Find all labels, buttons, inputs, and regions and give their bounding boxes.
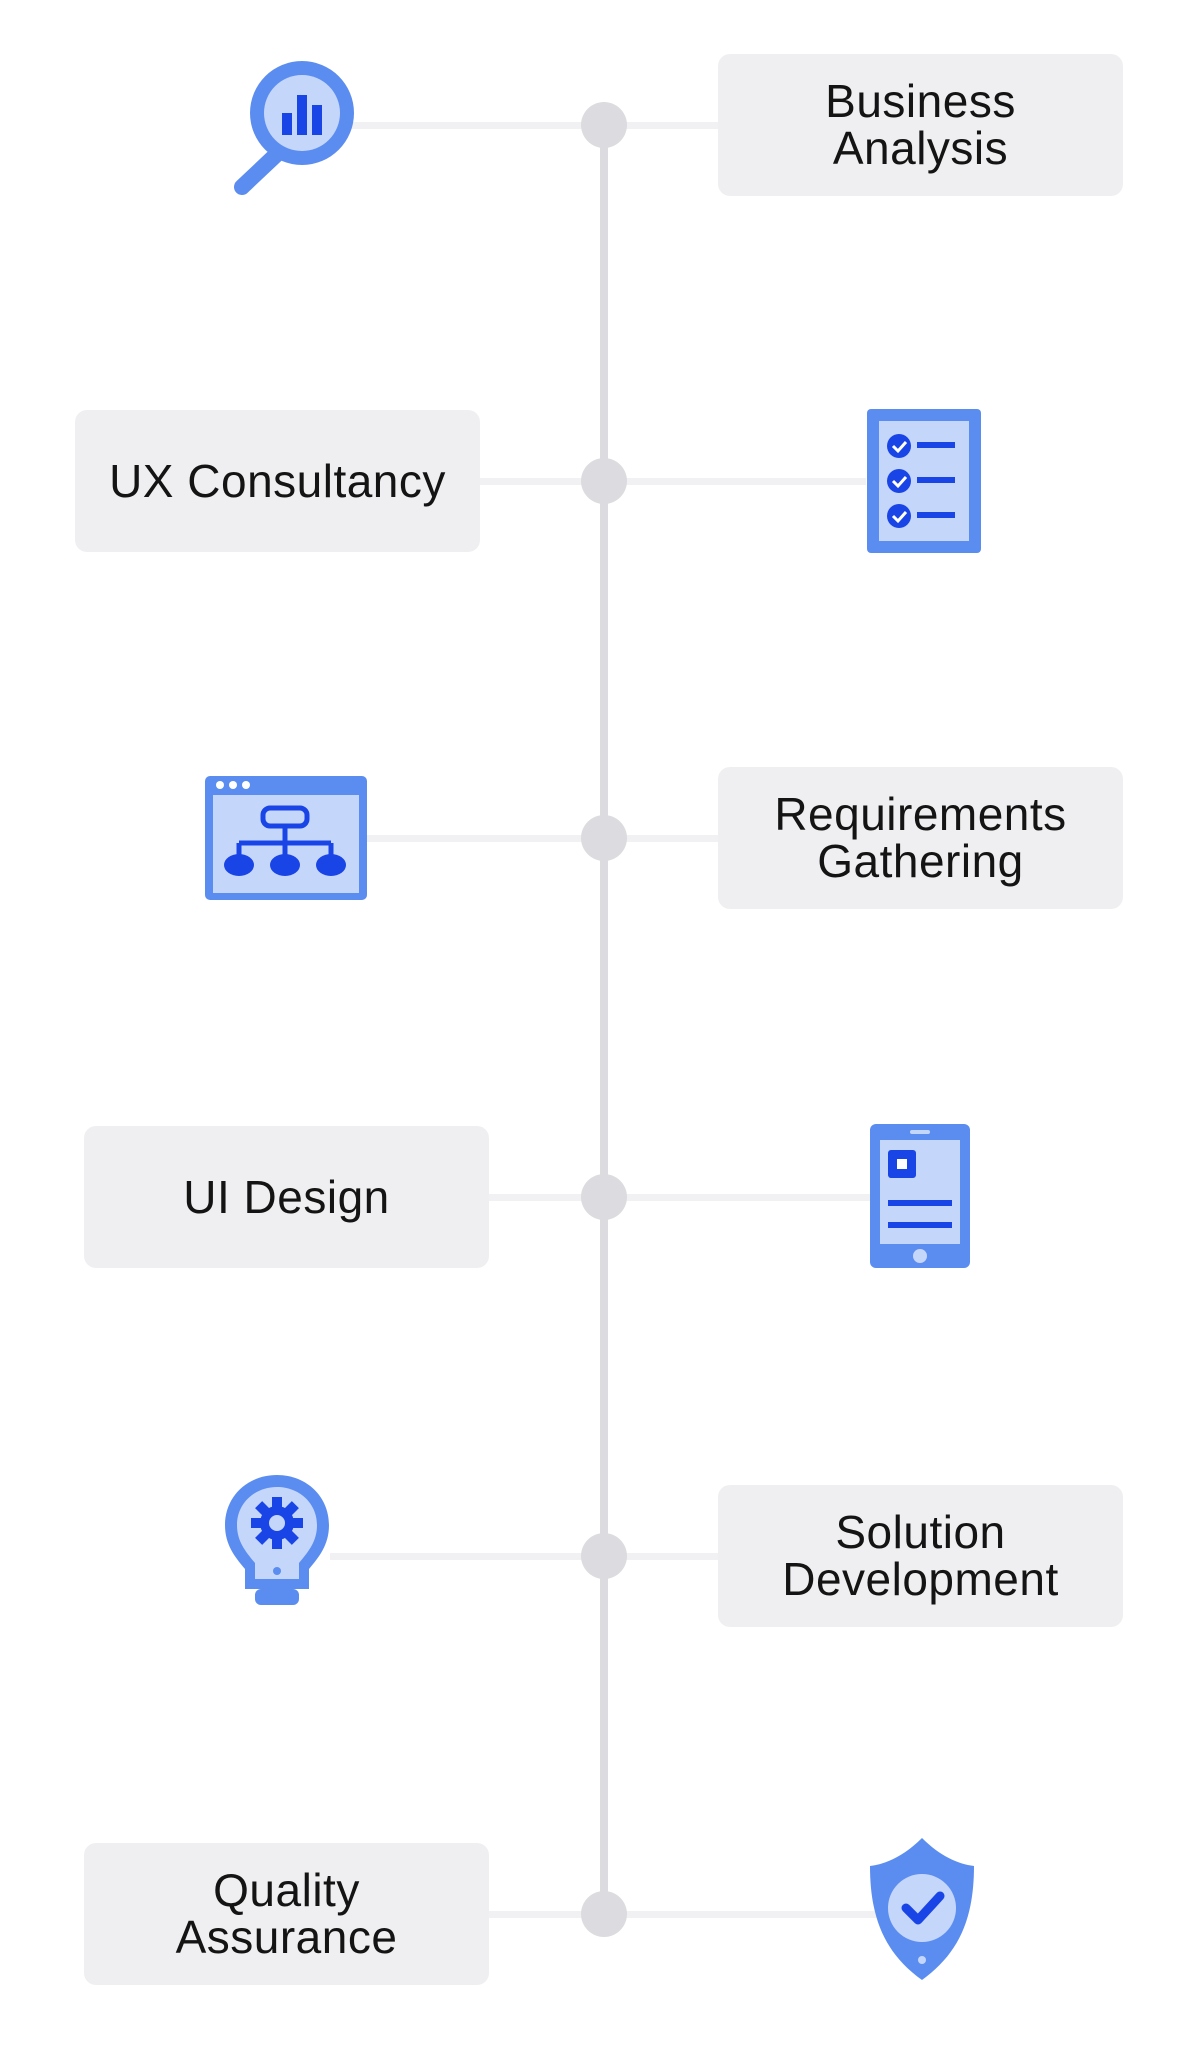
connector-line xyxy=(606,1911,896,1918)
step-label-box: Requirements Gathering xyxy=(718,767,1123,909)
step-label: Quality Assurance xyxy=(175,1864,398,1963)
connector-line xyxy=(606,1194,876,1201)
step-label: UI Design xyxy=(183,1170,390,1223)
timeline-node xyxy=(581,102,627,148)
step-label: Business Analysis xyxy=(825,75,1016,174)
timeline-node xyxy=(581,1174,627,1220)
timeline-node xyxy=(581,1891,627,1937)
lightbulb-gear-icon xyxy=(203,1471,353,1621)
timeline-node xyxy=(581,815,627,861)
checklist-icon xyxy=(857,406,1007,556)
sitemap-window-icon xyxy=(203,763,368,913)
step-label-box: UX Consultancy xyxy=(75,410,480,552)
connector-line xyxy=(360,835,602,842)
connector-line xyxy=(330,1553,602,1560)
connector-line xyxy=(606,478,866,485)
step-label-box: Quality Assurance xyxy=(84,1843,489,1985)
connector-line xyxy=(485,1911,602,1918)
connector-line xyxy=(478,478,602,485)
step-label-box: Solution Development xyxy=(718,1485,1123,1627)
step-label-box: Business Analysis xyxy=(718,54,1123,196)
shield-check-icon xyxy=(862,1834,1012,1984)
magnifier-chart-icon xyxy=(210,55,360,205)
mobile-device-icon xyxy=(862,1122,1012,1272)
connector-line xyxy=(485,1194,602,1201)
connector-line xyxy=(330,122,602,129)
step-label-box: UI Design xyxy=(84,1126,489,1268)
timeline-node xyxy=(581,1533,627,1579)
timeline-node xyxy=(581,458,627,504)
step-label: Requirements Gathering xyxy=(774,788,1067,887)
timeline-spine xyxy=(600,125,608,1920)
step-label: Solution Development xyxy=(782,1506,1059,1605)
step-label: UX Consultancy xyxy=(109,454,446,507)
